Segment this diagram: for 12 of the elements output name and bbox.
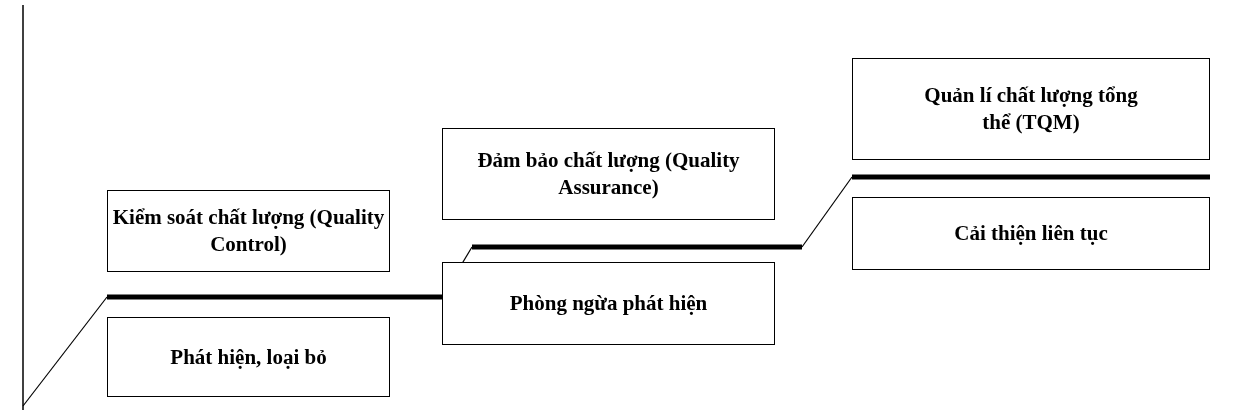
stage-box (442, 128, 775, 220)
box-label: Kiểm soát chất lượng (Quality Control) (111, 204, 386, 258)
stage-box (442, 262, 775, 345)
stage-box (107, 317, 390, 397)
box-label: Quản lí chất lượng tổng thể (TQM) (923, 82, 1139, 136)
stage-box (852, 58, 1210, 160)
stage-box (852, 197, 1210, 270)
box-label: Phòng ngừa phát hiện (509, 290, 708, 317)
box-label: Phát hiện, loại bỏ (170, 343, 327, 371)
box-label: Đảm bảo chất lượng (Quality Assurance) (476, 147, 741, 201)
stage-box (107, 190, 390, 272)
box-label: Cải thiện liên tục (954, 220, 1108, 247)
